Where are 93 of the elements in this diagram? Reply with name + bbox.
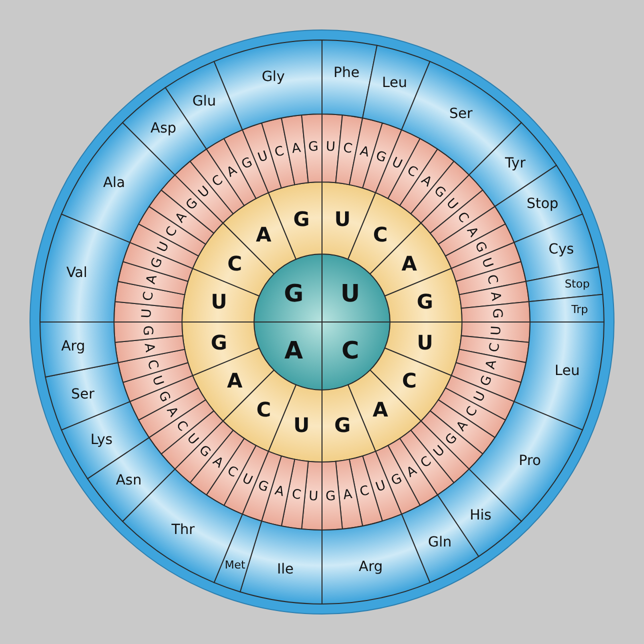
base-letter: U <box>478 256 496 270</box>
base-letter: G <box>256 478 270 496</box>
base-letter: A <box>487 290 504 302</box>
amino-acid-label: Cys <box>548 241 574 258</box>
base-letter: A <box>226 368 242 392</box>
amino-acid-label: Ile <box>277 561 294 578</box>
base-letter: G <box>389 471 405 490</box>
base-letter: U <box>210 290 228 314</box>
base-letter: U <box>489 325 505 336</box>
amino-acid-label: Stop <box>526 196 558 212</box>
base-letter: C <box>144 358 161 371</box>
base-letter: C <box>140 290 157 302</box>
base-letter: U <box>256 148 270 166</box>
base-letter: U <box>416 330 434 354</box>
base-letter: A <box>144 273 161 286</box>
base-letter: U <box>293 412 310 437</box>
amino-acid-label: Trp <box>571 302 588 316</box>
base-letter: C <box>342 140 354 157</box>
amino-acid-label: Arg <box>358 559 383 576</box>
base-letter: G <box>471 239 490 255</box>
base-letter: A <box>140 342 157 354</box>
base-letter: G <box>374 148 388 166</box>
base-letter: C <box>273 144 286 161</box>
base-letter: A <box>342 487 354 504</box>
base-letter: U <box>240 471 255 489</box>
base-letter: G <box>139 325 155 336</box>
amino-acid-label: Gln <box>428 534 452 550</box>
amino-acid-label: Leu <box>382 74 408 91</box>
amino-acid-label: Stop <box>564 278 590 291</box>
base-letter: C <box>373 222 388 247</box>
amino-acid-label: Met <box>224 558 246 572</box>
base-letter: U <box>139 308 155 319</box>
base-letter: G <box>154 389 173 405</box>
base-letter: G <box>478 374 496 388</box>
amino-acid-label: Leu <box>554 362 580 379</box>
base-letter: U <box>155 240 173 255</box>
base-letter: U <box>308 489 319 505</box>
base-letter: A <box>404 463 420 481</box>
amino-acid-label: Ser <box>449 106 473 122</box>
base-letter: C <box>290 487 302 504</box>
amino-acid-label: Tyr <box>505 155 526 172</box>
base-letter: A <box>163 404 181 420</box>
base-letter: G <box>325 489 336 505</box>
base-letter: A <box>358 144 371 161</box>
base-letter: C <box>463 404 481 420</box>
base-letter: G <box>416 290 434 314</box>
base-letter: C <box>402 368 417 392</box>
base-letter: C <box>341 336 360 364</box>
base-letter: U <box>148 374 166 388</box>
base-letter: G <box>210 330 228 354</box>
base-letter: U <box>340 280 360 308</box>
base-letter: A <box>372 397 388 422</box>
base-letter: A <box>273 483 286 500</box>
amino-acid-label: Pro <box>518 452 541 469</box>
base-letter: G <box>489 308 505 319</box>
base-letter: C <box>404 163 420 181</box>
base-letter: A <box>224 163 240 181</box>
amino-acid-label: Lys <box>90 432 113 448</box>
amino-acid-label: Gly <box>262 68 285 85</box>
amino-acid-label: Phe <box>334 65 360 82</box>
amino-acid-label: Asp <box>150 120 176 137</box>
base-letter: C <box>358 483 371 500</box>
base-letter: G <box>334 412 351 437</box>
base-letter: G <box>148 256 166 270</box>
base-letter: G <box>293 207 310 232</box>
base-letter: C <box>256 397 271 422</box>
base-letter: A <box>402 252 418 276</box>
base-letter: C <box>483 273 500 286</box>
base-letter: U <box>334 207 351 232</box>
base-letter: G <box>239 154 255 173</box>
amino-acid-label: Val <box>66 265 88 282</box>
amino-acid-label: Ser <box>71 386 94 403</box>
base-letter: A <box>483 358 500 371</box>
base-letter: C <box>224 463 240 481</box>
base-letter: A <box>284 336 303 364</box>
base-letter: U <box>389 155 404 173</box>
base-letter: C <box>163 224 181 240</box>
base-letter: A <box>463 224 481 240</box>
base-letter: A <box>256 222 272 247</box>
base-letter: G <box>308 139 319 155</box>
amino-acid-label: Thr <box>172 522 195 538</box>
amino-acid-label: Arg <box>61 338 86 354</box>
amino-acid-label: Glu <box>192 94 216 110</box>
amino-acid-label: Ala <box>103 175 126 192</box>
base-letter: U <box>471 389 489 404</box>
base-letter: A <box>290 140 302 157</box>
base-letter: C <box>487 342 504 354</box>
base-letter: U <box>325 139 336 155</box>
base-letter: U <box>374 478 388 496</box>
base-letter: C <box>227 252 242 276</box>
base-letter: G <box>284 280 304 308</box>
amino-acid-label: Asn <box>116 472 142 489</box>
amino-acid-label: His <box>470 507 492 524</box>
